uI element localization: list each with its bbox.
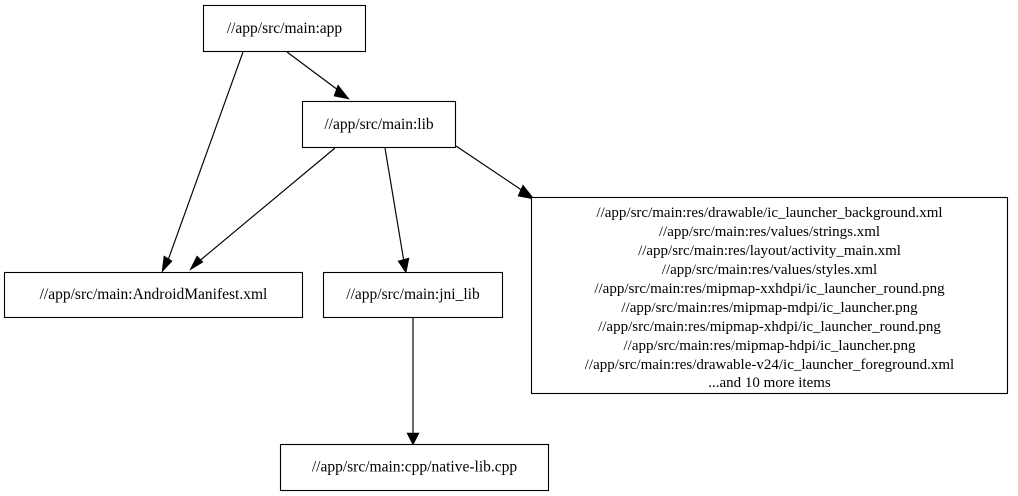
node-resources-group[interactable]: //app/src/main:res/drawable/ic_launcher_… [530,196,1009,395]
resources-line-5: //app/src/main:res/mipmap-xxhdpi/ic_laun… [594,281,945,297]
resources-line-8: //app/src/main:res/mipmap-hdpi/ic_launch… [623,338,916,354]
edge-lib-to-resources [455,145,535,200]
resources-line-6: //app/src/main:res/mipmap-mdpi/ic_launch… [621,300,918,316]
resources-line-7: //app/src/main:res/mipmap-xhdpi/ic_launc… [598,319,941,335]
node-lib[interactable]: //app/src/main:lib [301,100,457,149]
node-app-label: //app/src/main:app [227,20,343,37]
node-app[interactable]: //app/src/main:app [202,4,367,53]
node-android-manifest-label: //app/src/main:AndroidManifest.xml [40,286,268,303]
node-native-lib-cpp-label: //app/src/main:cpp/native-lib.cpp [312,459,518,476]
edge-lib-to-jni_lib [384,147,410,274]
edge-lib-to-manifest [189,147,336,271]
node-jni-lib[interactable]: //app/src/main:jni_lib [322,271,504,319]
edge-app-to-manifest [161,51,244,273]
resources-line-10-more-items: ...and 10 more items [708,375,831,391]
edge-jni_lib-to-native_lib [406,318,420,446]
resources-line-2: //app/src/main:res/values/strings.xml [659,224,880,240]
node-android-manifest[interactable]: //app/src/main:AndroidManifest.xml [3,271,304,319]
resources-line-4: //app/src/main:res/values/styles.xml [662,262,877,278]
resources-line-9: //app/src/main:res/drawable-v24/ic_launc… [585,357,954,373]
edge-app-to-lib [286,51,350,100]
resources-line-1: //app/src/main:res/drawable/ic_launcher_… [596,205,942,221]
node-jni-lib-label: //app/src/main:jni_lib [346,286,480,303]
node-native-lib-cpp[interactable]: //app/src/main:cpp/native-lib.cpp [279,443,550,492]
resources-line-3: //app/src/main:res/layout/activity_main.… [638,243,901,259]
node-lib-label: //app/src/main:lib [324,116,434,133]
